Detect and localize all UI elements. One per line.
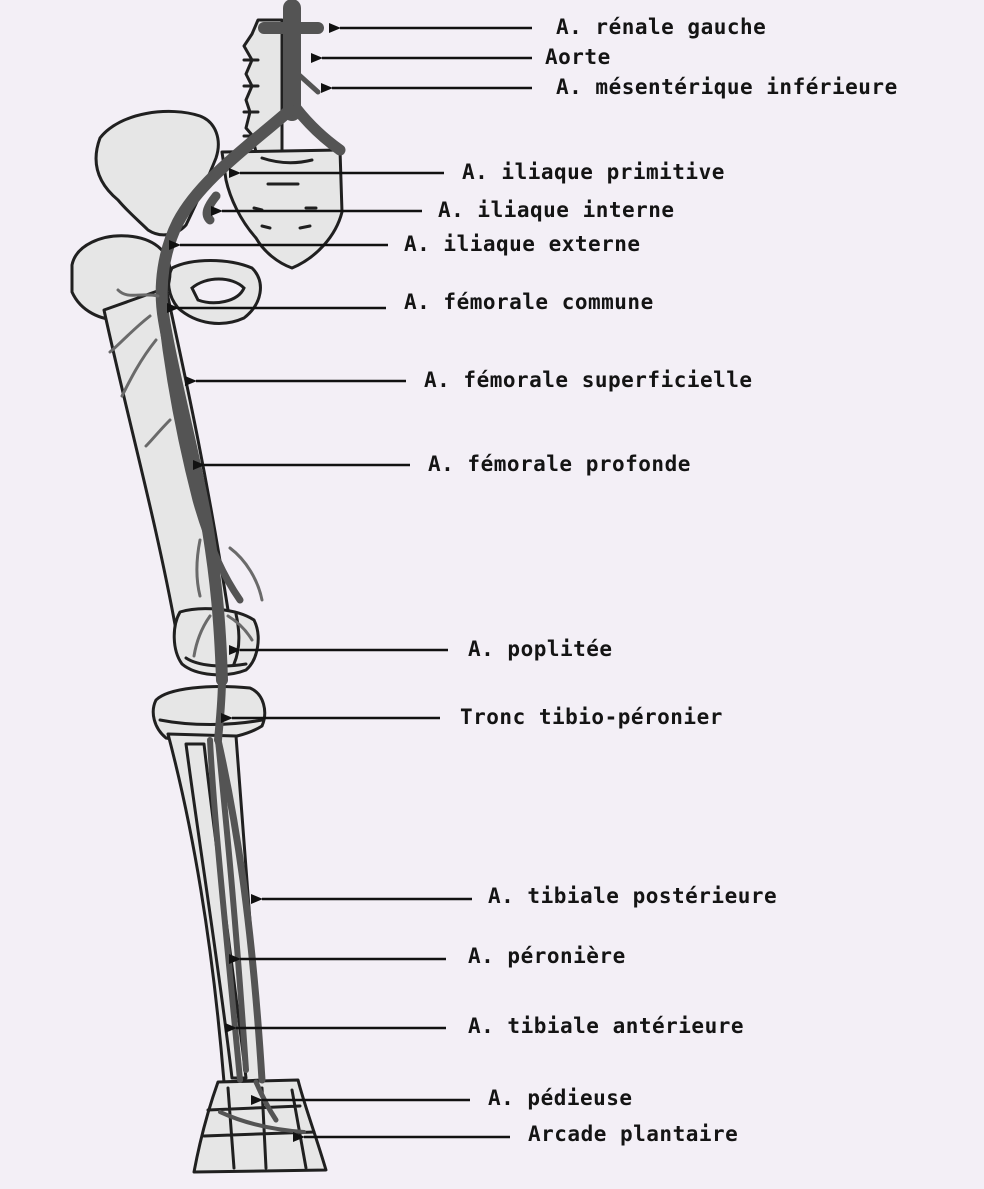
label-mesenterique-inferieure: A. mésentérique inférieure xyxy=(556,75,898,99)
label-aorte: Aorte xyxy=(545,45,611,69)
label-renale-gauche: A. rénale gauche xyxy=(556,15,766,39)
label-tibiale-anterieure: A. tibiale antérieure xyxy=(468,1014,744,1038)
label-tibiale-posterieure: A. tibiale postérieure xyxy=(488,884,777,908)
label-peroniere: A. péronière xyxy=(468,944,626,968)
sacrum-bone xyxy=(222,150,342,268)
label-femorale-superficielle: A. fémorale superficielle xyxy=(424,368,753,392)
label-poplitee: A. poplitée xyxy=(468,637,613,661)
label-iliaque-interne: A. iliaque interne xyxy=(438,198,675,222)
skeleton xyxy=(72,20,342,1172)
label-tronc-tibio-peronier: Tronc tibio-péronier xyxy=(460,705,723,729)
tibioperoneal-trunk xyxy=(218,678,222,740)
label-femorale-profonde: A. fémorale profonde xyxy=(428,452,691,476)
label-iliaque-externe: A. iliaque externe xyxy=(404,232,641,256)
ilium-bone xyxy=(96,111,218,234)
label-arcade-plantaire: Arcade plantaire xyxy=(528,1122,738,1146)
label-femorale-commune: A. fémorale commune xyxy=(404,290,654,314)
label-iliaque-primitive: A. iliaque primitive xyxy=(462,160,725,184)
right-common-iliac-artery xyxy=(296,108,340,150)
internal-iliac-artery xyxy=(207,196,216,220)
label-pedieuse: A. pédieuse xyxy=(488,1086,633,1110)
